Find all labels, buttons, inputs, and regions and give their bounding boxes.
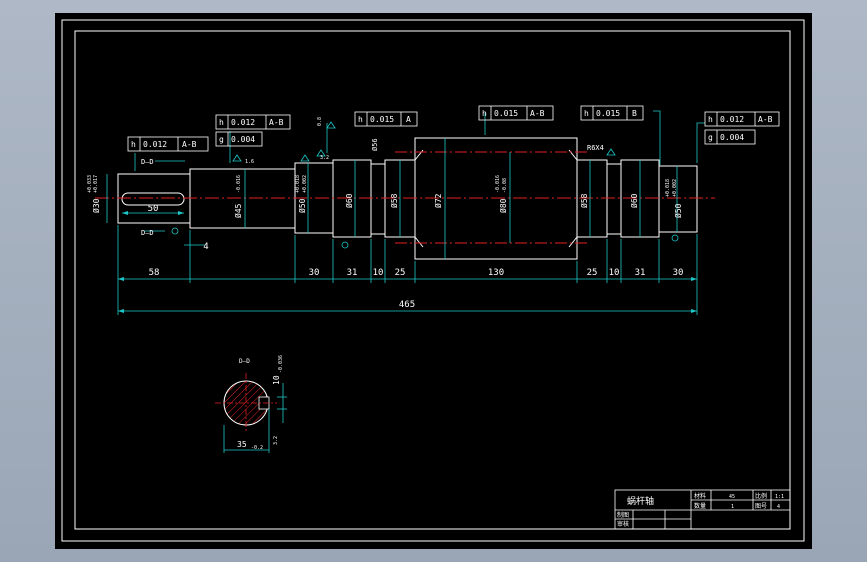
gtol-3-sym: g [219,135,224,144]
gtol-2-value: 0.012 [231,118,255,127]
gtol-6-sym: h [584,109,589,118]
dim-seg-5: 25 [395,268,406,278]
dia-80-tol-up: -0.016 [495,175,501,193]
gtol-5-value: 0.015 [494,109,518,118]
dia-58-right: Ø58 [579,193,589,208]
dia-50-right: Ø50 [673,203,683,218]
gtol-1-sym: h [131,140,136,149]
gtol-1-value: 0.012 [143,140,167,149]
part-name: 蜗杆轴 [627,495,654,507]
dia-58-left: Ø58 [389,193,399,208]
dim-seg-3: 31 [347,268,358,278]
drawing-no-label: 图号 [755,503,767,510]
roughness-1: 1.6 [245,159,254,165]
section-view: D—D 10 -0.036 35 -0.2 3.2 [215,355,287,453]
section-depth: 35 [237,440,247,449]
gtol-4-sym: h [358,115,363,124]
section-mark-bottom: D—D [141,229,154,237]
gtol-7-sym: h [708,115,713,124]
gtol-2-sym: h [219,118,224,127]
dia-50-right-tol-up: +0.018 [665,179,671,197]
gtol-6-value: 0.015 [596,109,620,118]
dim-seg-8: 10 [609,268,620,278]
dia-50-left-tol-up: +0.018 [295,175,301,193]
gtol-4-datum: A [406,115,411,124]
dimension-lines [106,110,705,315]
fillet-note: R6X4 [587,144,604,152]
dia-56-groove: Ø56 [371,138,379,151]
quantity-label: 数量 [694,502,706,510]
datum-markers [171,121,679,249]
dia-45-tol: -0.016 [236,175,242,193]
gtol-1-datum: A-B [182,140,197,149]
dim-seg-10: 30 [673,268,684,278]
dim-seg-2: 30 [309,268,320,278]
gtol-3-value: 0.004 [231,135,255,144]
checked-label: 审核 [617,520,629,528]
gtol-8-value: 0.004 [720,133,744,142]
section-title: D—D [239,358,250,365]
inner-border [74,30,791,530]
section-depth-tol: -0.2 [251,445,263,451]
dia-50-left-tol-lo: +0.002 [302,175,308,193]
roughness-2: 3.2 [320,155,329,161]
roughness-3: 0.8 [317,117,323,126]
dia-72: Ø72 [433,193,443,208]
gtol-2-datum: A-B [269,118,284,127]
dia-60: Ø60 [344,193,354,208]
dia-80: Ø80 [498,198,508,213]
dia-50-left: Ø50 [297,198,307,213]
dia-30-tol-up: +0.033 [87,175,93,193]
gtol-5-datum: A-B [530,109,545,118]
dimension-arrows [118,211,697,313]
dia-45: Ø45 [233,203,243,218]
dim-seg-7: 25 [587,268,598,278]
dim-keyway-offset: 4 [203,242,208,252]
dia-50-right-tol-lo: +0.002 [672,179,678,197]
gtol-7-value: 0.012 [720,115,744,124]
worm-pitch-lines [395,151,590,244]
material-label: 材料 [694,492,706,500]
dim-keyway-length: 50 [148,204,159,214]
drawing-no-value: 4 [777,504,780,510]
dia-30-tol-lo: +0.017 [93,175,99,193]
title-block [614,489,791,530]
outer-border [61,19,805,542]
dim-seg-6: 130 [488,268,504,278]
gtol-6-datum: B [632,109,637,118]
dia-80-tol-lo: -0.08 [502,178,508,193]
gtol-5-sym: h [482,109,487,118]
dim-seg-4: 10 [373,268,384,278]
dim-seg-9: 31 [635,268,646,278]
section-key-tol: -0.036 [278,355,284,373]
drawn-label: 制图 [617,511,629,519]
quantity-value: 1 [731,504,734,510]
gtol-4-value: 0.015 [370,115,394,124]
dia-60-right: Ø60 [629,193,639,208]
gtol-8-sym: g [708,133,713,142]
dia-30: Ø30 [91,198,101,213]
drawing-sheet: 58 30 31 10 25 130 25 10 31 30 465 50 4 … [55,13,812,549]
section-note: 3.2 [273,436,279,445]
gtol-7-datum: A-B [758,115,773,124]
scale-label: 比例 [755,492,767,500]
dim-seg-1: 58 [149,268,160,278]
section-key-width: 10 [272,375,281,385]
material-value: 45 [729,494,735,500]
dim-overall: 465 [399,300,415,310]
scale-value: 1:1 [775,494,784,500]
section-mark-top: D—D [141,158,154,166]
